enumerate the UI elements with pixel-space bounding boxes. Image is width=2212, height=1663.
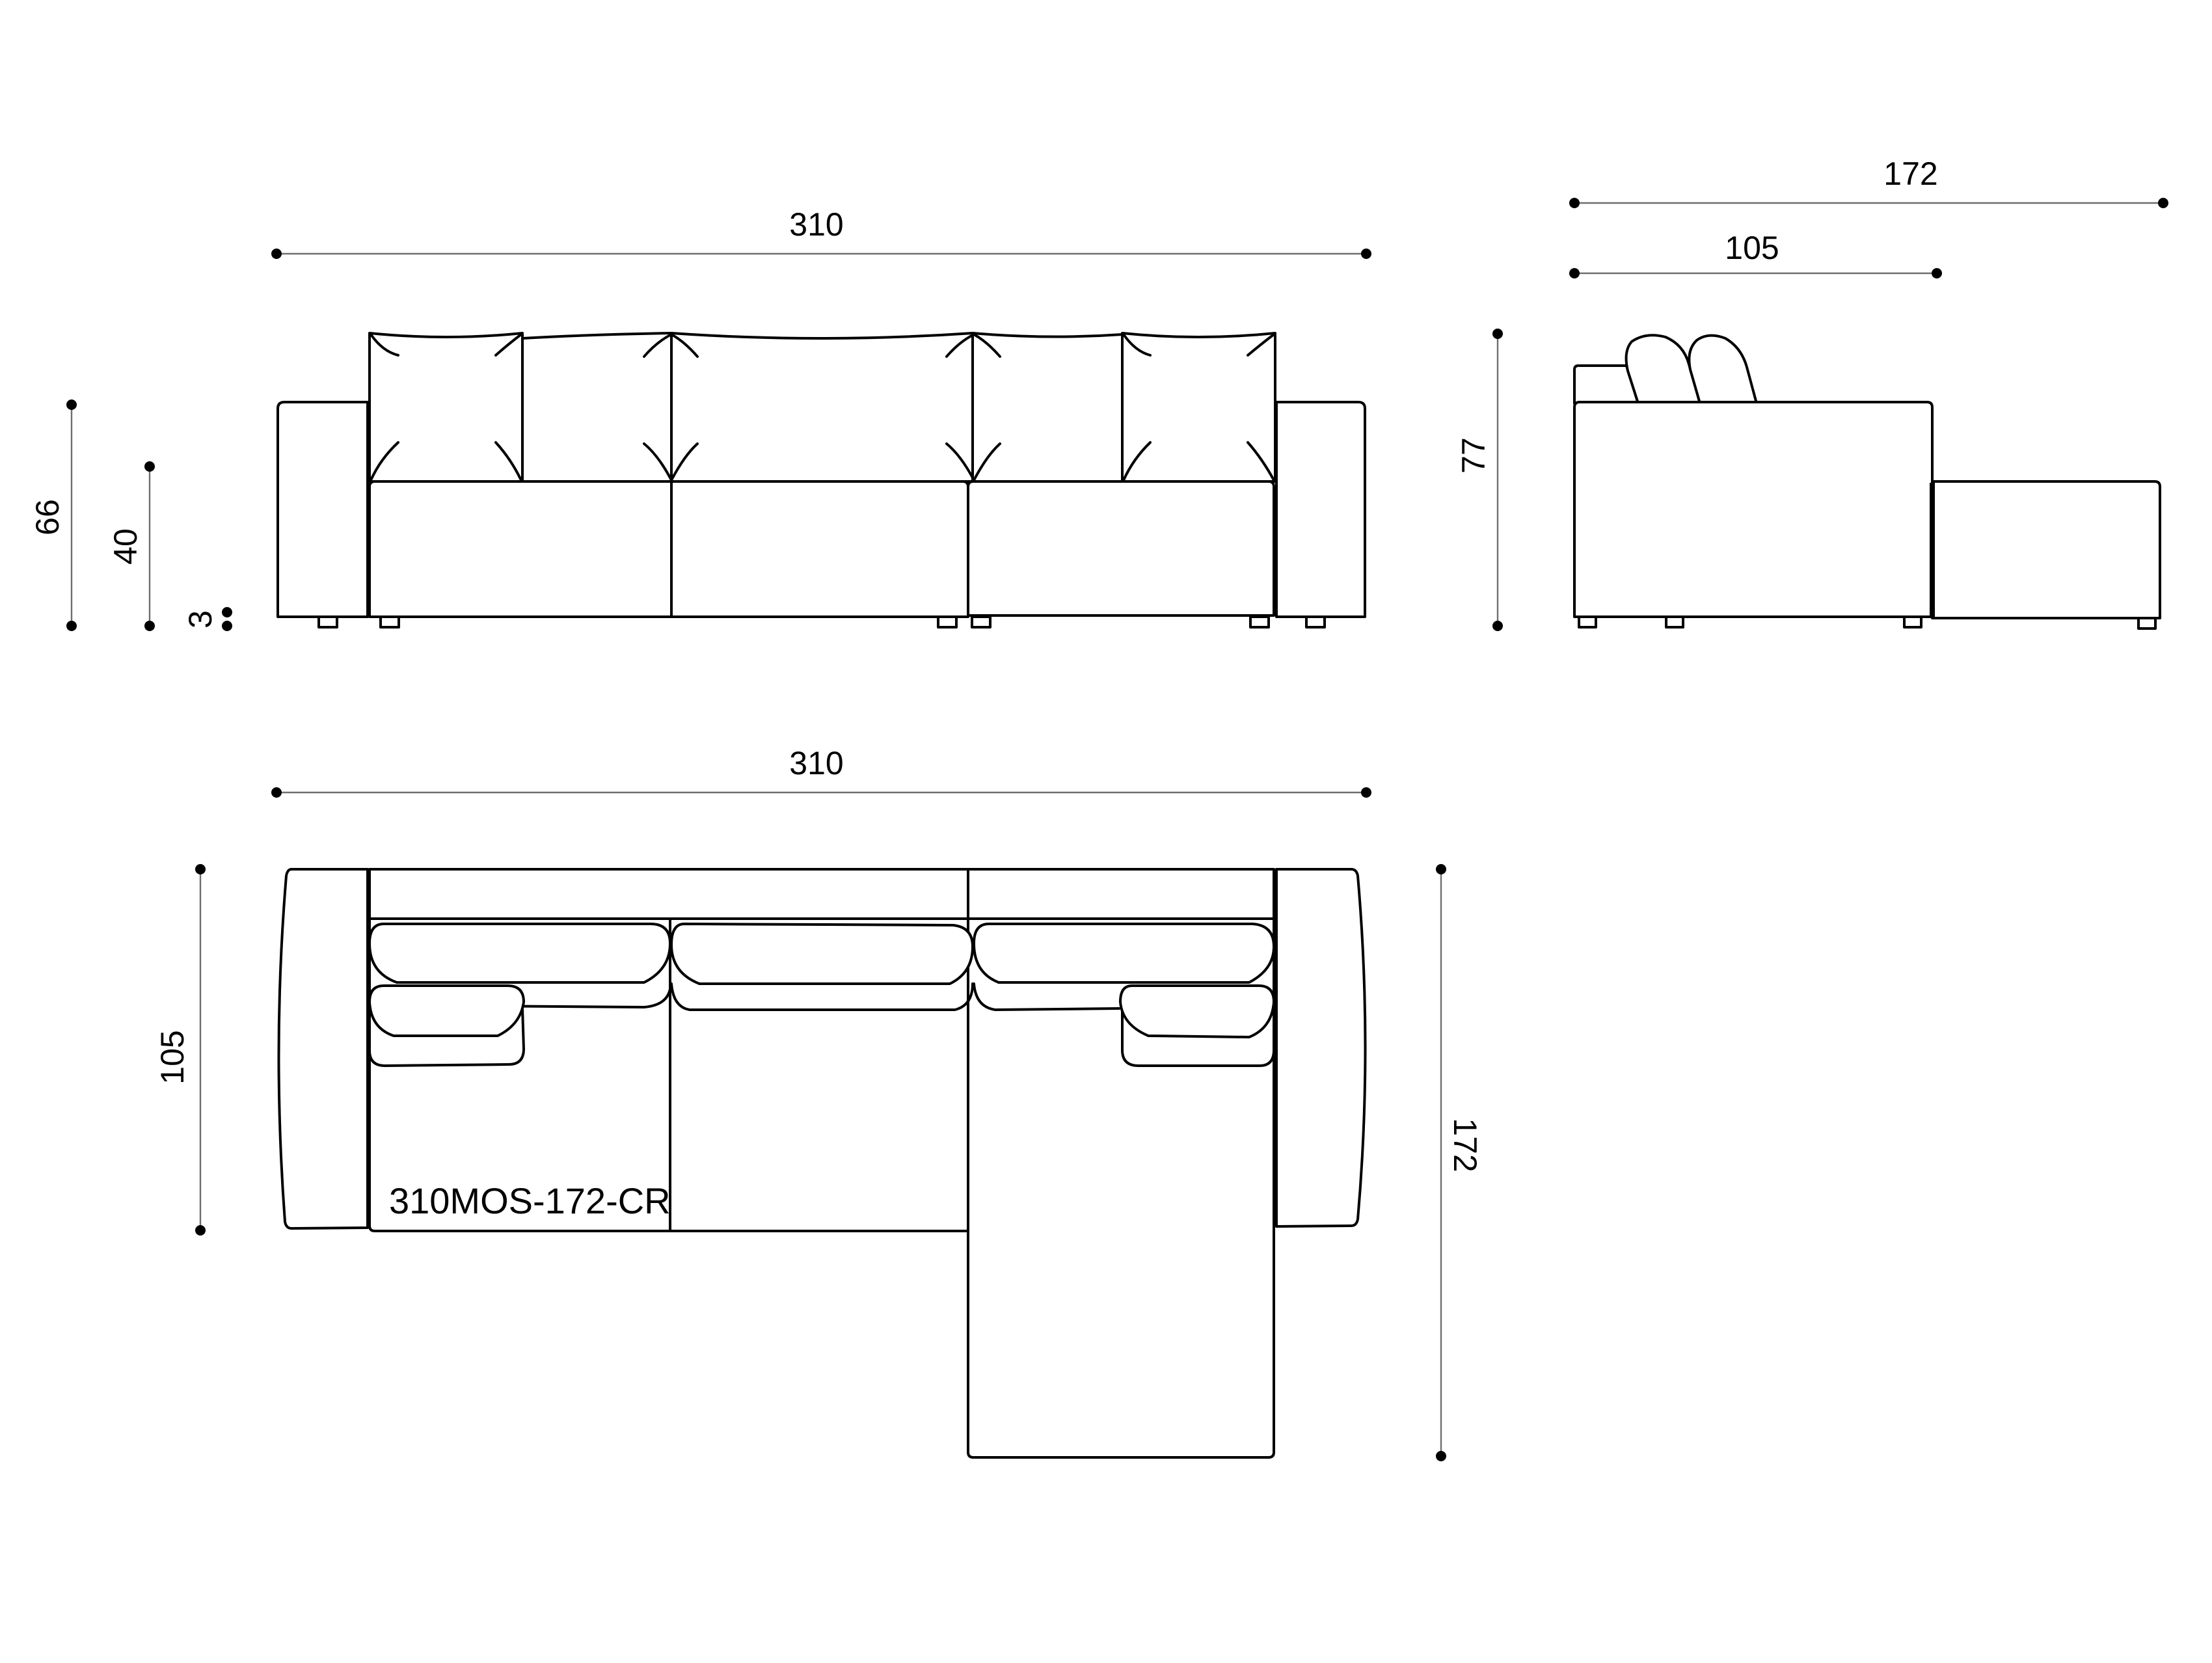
top-back-cushion-left	[368, 923, 671, 984]
seat-height-dimension: 40	[107, 461, 155, 631]
side-depth-sofa-label: 105	[1725, 230, 1779, 266]
front-seat-center	[670, 480, 969, 618]
top-view: 310 105 172	[154, 745, 1483, 1461]
side-chaise-joint	[1930, 483, 1935, 618]
top-depth-sofa-dimension: 105	[154, 864, 206, 1236]
leg-height-label: 3	[182, 610, 219, 629]
top-side-pillow-left	[368, 984, 525, 1037]
leg-height-dimension: 3	[182, 607, 232, 631]
front-height-dimension: 66	[29, 399, 77, 631]
top-depth-chaise-dimension: 172	[1436, 864, 1483, 1461]
side-depth-total-label: 172	[1883, 155, 1937, 192]
top-arm-left	[277, 868, 369, 1230]
seat-height-label: 40	[107, 528, 144, 565]
top-width-label: 310	[789, 745, 843, 781]
back-cushion-center	[521, 332, 974, 483]
side-height-label: 77	[1455, 437, 1492, 474]
side-back-pillow-2	[1688, 334, 1758, 405]
top-back-strip-right	[967, 868, 1275, 920]
top-depth-chaise-label: 172	[1447, 1118, 1483, 1172]
front-legs	[317, 615, 1326, 629]
side-legs	[1578, 615, 2157, 630]
model-code: 310MOS-172-CR	[389, 1180, 671, 1221]
side-back-pillow-1	[1625, 334, 1701, 405]
top-back-strip-left	[368, 868, 969, 920]
height-total-label: 66	[29, 499, 66, 535]
back-cushion-left	[368, 332, 524, 483]
front-width-dimension: 310	[271, 206, 1371, 259]
top-chaise	[967, 917, 1275, 1459]
side-back-rail	[1573, 364, 1639, 405]
top-arm-right	[1275, 868, 1367, 1228]
top-side-pillow-right	[1119, 984, 1275, 1038]
top-back-cushion-center	[670, 923, 974, 985]
side-depth-total-dimension: 172	[1569, 155, 2168, 208]
side-sofa-body	[1573, 401, 1934, 618]
front-arm-right	[1275, 401, 1366, 618]
back-cushion-right-inner	[971, 332, 1124, 483]
front-seat-right	[967, 480, 1275, 617]
back-cushion-right	[1121, 332, 1276, 483]
side-view: 172 105 77	[1455, 155, 2168, 631]
top-width-dimension: 310	[271, 745, 1371, 798]
front-seat-left	[368, 480, 673, 618]
front-view: 310 66 40 3	[29, 206, 1371, 631]
top-depth-sofa-label: 105	[154, 1030, 191, 1084]
top-back-cushion-right	[973, 923, 1275, 984]
side-depth-sofa-dimension: 105	[1569, 230, 1942, 278]
side-chaise-body	[1931, 480, 2161, 619]
front-width-label: 310	[789, 206, 843, 243]
side-height-dimension: 77	[1455, 329, 1503, 631]
front-arm-left	[276, 401, 369, 618]
